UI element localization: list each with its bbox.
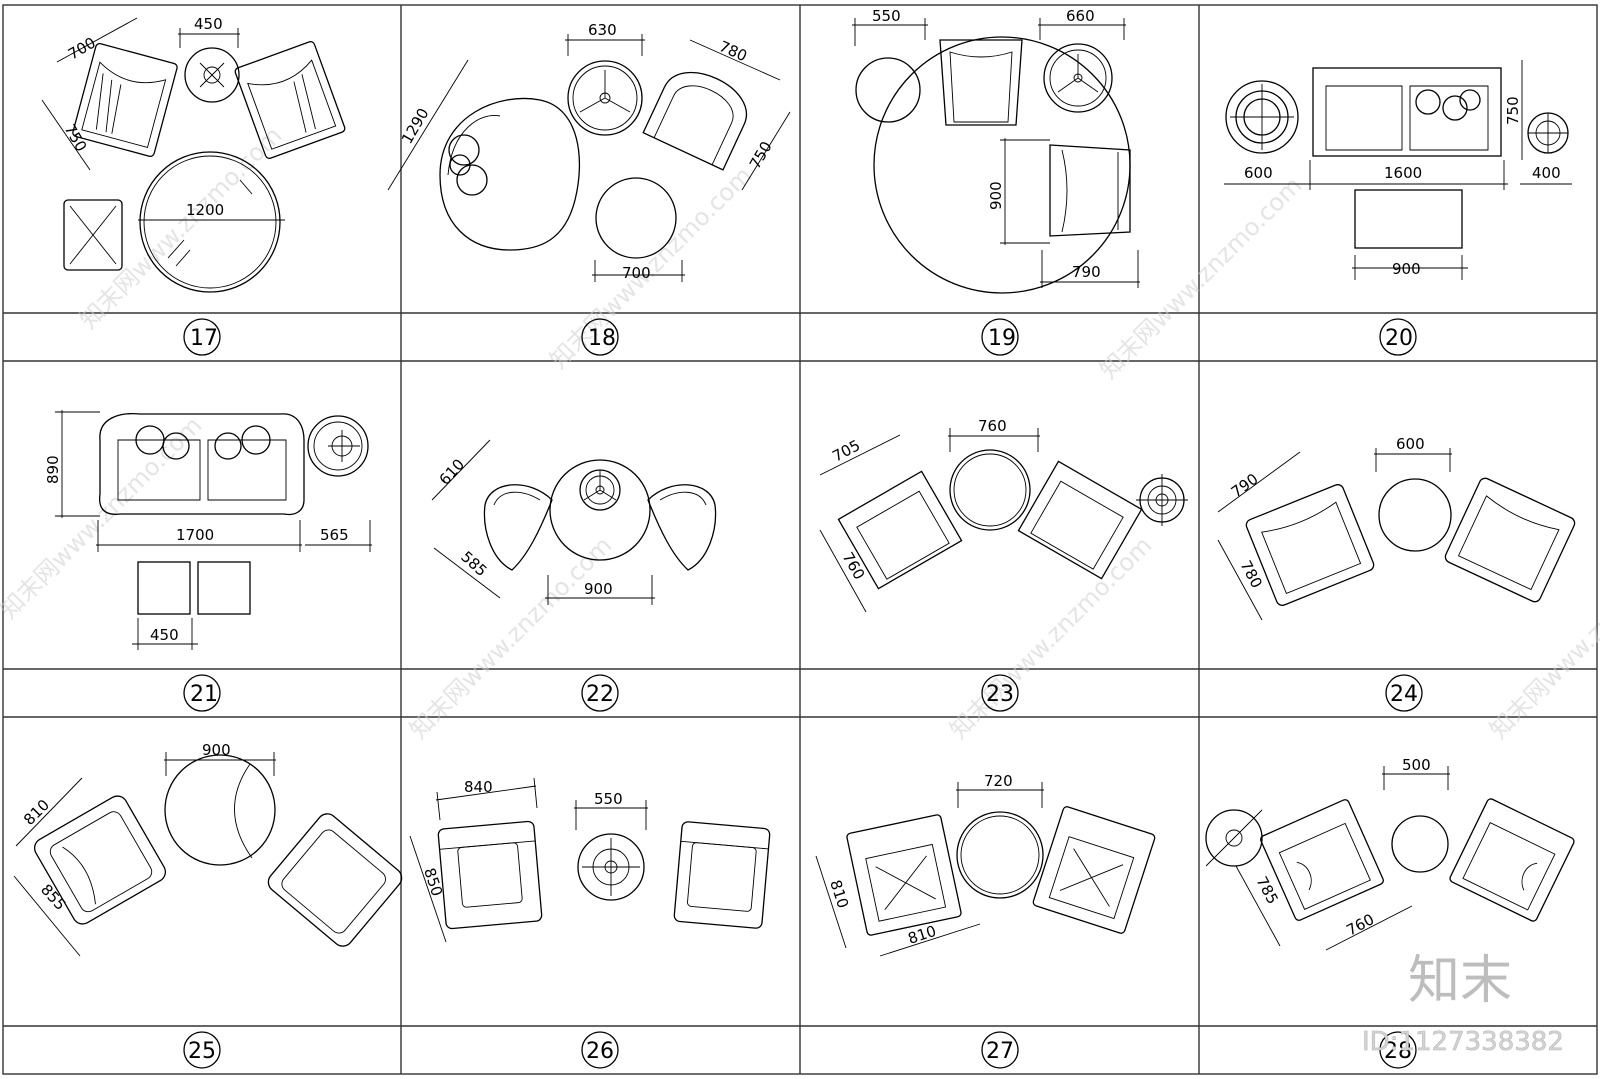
dimension-label: 1700 xyxy=(176,526,214,544)
armchair-symbol xyxy=(234,41,346,159)
panel-number: 18 xyxy=(588,326,616,351)
watermark: 知末网www.znzmo.com xyxy=(0,411,207,624)
dimension-label: 500 xyxy=(1402,756,1431,774)
dimension-label: 550 xyxy=(594,790,623,808)
dimension-label: 900 xyxy=(202,741,231,759)
dimension-label: 1200 xyxy=(186,201,224,219)
panel-number-row-2: 21 22 23 24 xyxy=(183,674,1423,712)
panel-number-row-1: 17 18 19 20 xyxy=(183,318,1417,356)
dimension-label: 780 xyxy=(716,37,749,65)
dimension-label: 840 xyxy=(464,778,493,796)
dimension-label: 750 xyxy=(746,138,776,172)
dimension-label: 700 xyxy=(65,34,99,64)
panel-number: 23 xyxy=(986,682,1014,707)
dimension-label: 1600 xyxy=(1384,164,1422,182)
panel-28: 500 785 760 xyxy=(1205,756,1575,951)
brand-logo-text: 知末 xyxy=(1408,951,1512,1011)
dimension-label: 565 xyxy=(320,526,349,544)
dimension-label: 810 xyxy=(20,796,53,829)
dimension-label: 585 xyxy=(457,548,490,581)
panel-27: 720 810 810 xyxy=(815,772,1156,957)
dimension-label: 900 xyxy=(1392,260,1421,278)
panel-number: 22 xyxy=(586,682,614,707)
dimension-label: 900 xyxy=(987,181,1005,210)
panel-17: 700 450 750 1200 xyxy=(41,15,346,293)
watermark: 知末网www.znzmo.com xyxy=(1484,531,1600,744)
dimension-label: 750 xyxy=(1504,96,1522,125)
panel-26: 840 550 850 xyxy=(409,777,771,943)
dimension-label: 790 xyxy=(1228,470,1262,501)
panel-number: 25 xyxy=(188,1039,216,1064)
dimension-label: 660 xyxy=(1066,7,1095,25)
dimension-label: 400 xyxy=(1532,164,1561,182)
dimension-label: 720 xyxy=(984,772,1013,790)
panel-number: 28 xyxy=(1384,1039,1412,1064)
dimension-label: 705 xyxy=(829,436,863,465)
watermark: 知末网www.znzmo.com xyxy=(944,531,1157,744)
panel-number-row-3: 25 26 27 28 xyxy=(183,1031,1417,1069)
dimension-label: 810 xyxy=(906,922,939,948)
panel-18: 630 780 1290 750 700 xyxy=(387,21,791,282)
watermark: 知末网www.znzmo.com xyxy=(404,531,617,744)
panel-23: 705 760 760 xyxy=(819,417,1188,613)
dimension-label: 760 xyxy=(1343,910,1377,939)
dimension-label: 760 xyxy=(839,549,869,583)
dimension-label: 890 xyxy=(44,455,62,484)
panel-number: 24 xyxy=(1390,682,1418,707)
image-id-label: ID:1127338382 xyxy=(1362,1027,1564,1057)
dimension-label: 810 xyxy=(826,878,852,911)
panel-number: 21 xyxy=(190,682,218,707)
panel-25: 810 900 855 xyxy=(13,741,403,957)
dimension-label: 855 xyxy=(37,881,70,914)
panel-number: 19 xyxy=(988,326,1016,351)
watermark: 知末网www.znzmo.com xyxy=(74,121,287,334)
grid-frame xyxy=(2,4,1598,1075)
panel-20: 600 1600 400 750 900 xyxy=(1224,60,1572,280)
dimension-label: 550 xyxy=(872,7,901,25)
dimension-label: 750 xyxy=(61,121,91,155)
panel-19: 550 660 900 790 xyxy=(852,7,1140,294)
dimension-label: 790 xyxy=(1072,263,1101,281)
panel-21: 890 1700 565 450 xyxy=(44,410,372,650)
dimension-label: 600 xyxy=(1244,164,1273,182)
dimension-label: 450 xyxy=(194,15,223,33)
dimension-label: 850 xyxy=(420,866,446,899)
dimension-label: 610 xyxy=(436,455,469,488)
panel-number: 17 xyxy=(190,326,218,351)
dimension-label: 700 xyxy=(622,264,651,282)
dimension-label: 600 xyxy=(1396,435,1425,453)
panel-number: 20 xyxy=(1385,326,1413,351)
watermark: 知末网www.znzmo.com xyxy=(1094,171,1307,384)
panel-24: 790 600 780 xyxy=(1217,435,1576,621)
dimension-label: 450 xyxy=(150,626,179,644)
dimension-label: 900 xyxy=(584,580,613,598)
dimension-label: 630 xyxy=(588,21,617,39)
panel-number: 27 xyxy=(986,1039,1014,1064)
armchair-symbol xyxy=(72,43,178,157)
armchair-symbol xyxy=(642,71,748,171)
panel-number: 26 xyxy=(586,1039,614,1064)
dimension-label: 760 xyxy=(978,417,1007,435)
